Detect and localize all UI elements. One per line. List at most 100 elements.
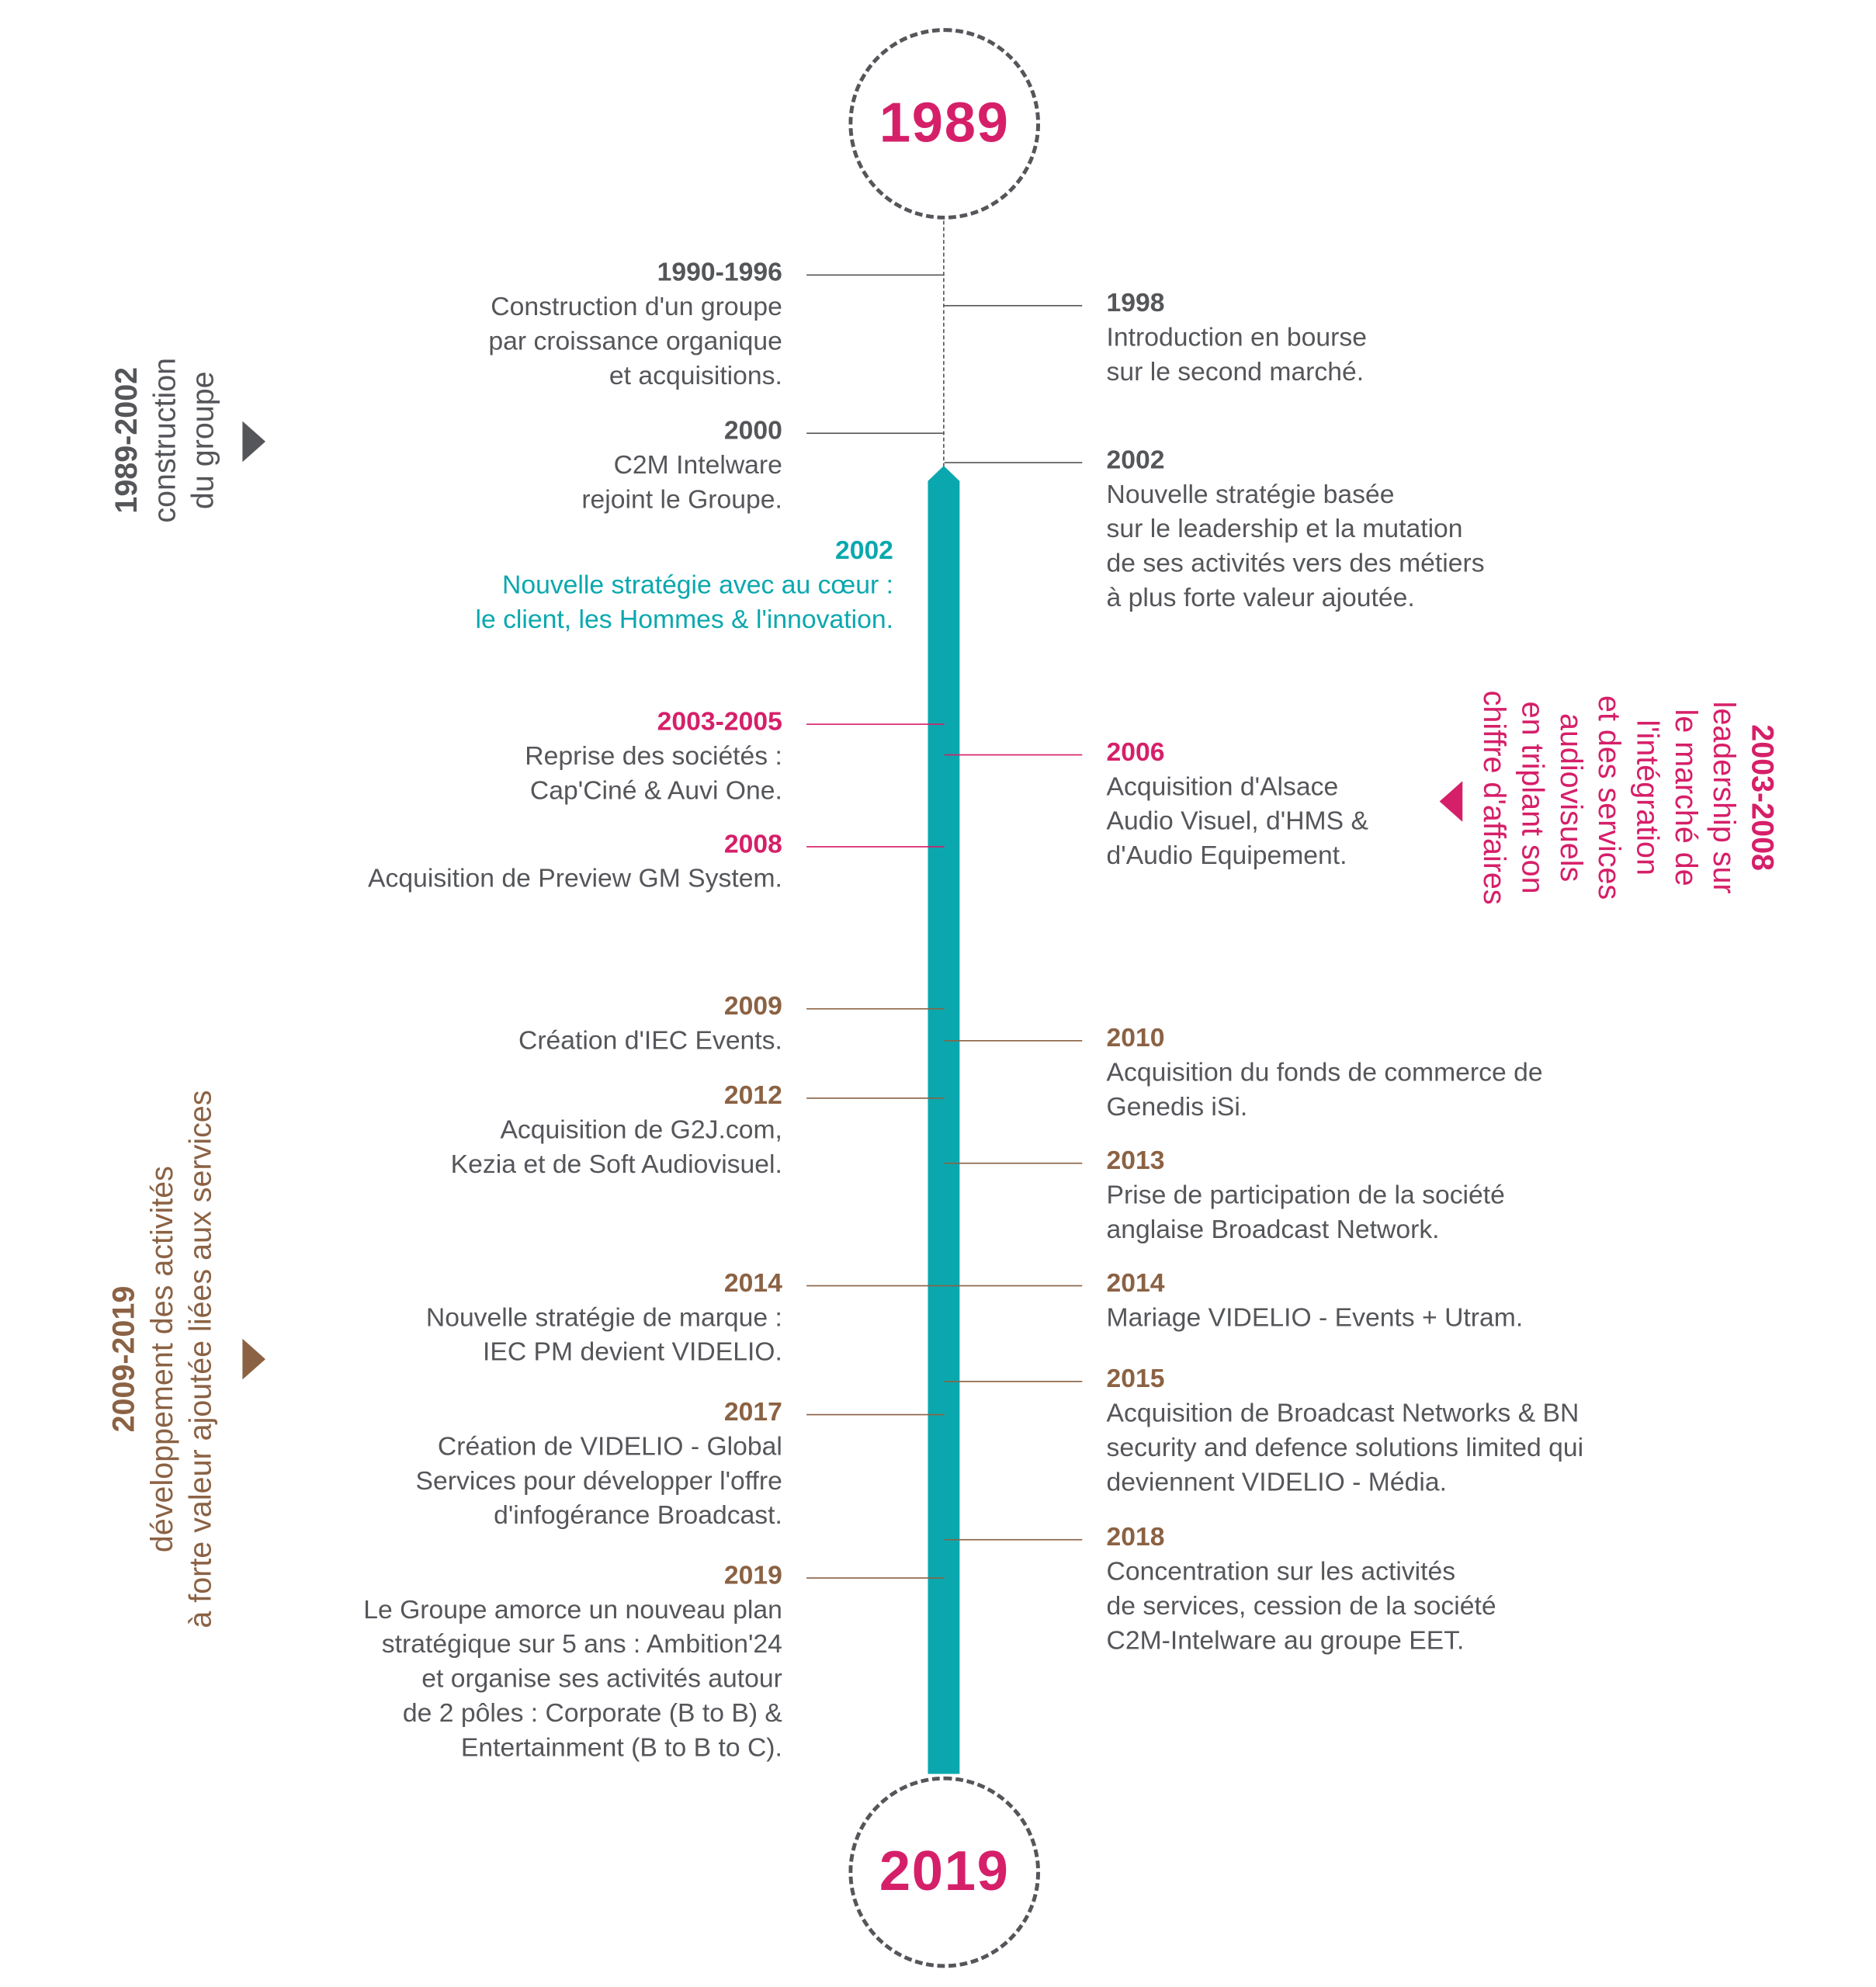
event-description: de ses activités vers des métiers xyxy=(1106,549,1485,578)
event-description: d'infogérance Broadcast. xyxy=(494,1500,782,1531)
event-description: deviennent VIDELIO - Média. xyxy=(1106,1467,1447,1497)
event-description: Création de VIDELIO - Global xyxy=(437,1431,782,1462)
event-description: Kezia et de Soft Audiovisuel. xyxy=(450,1150,782,1180)
event-description: et organise ses activités autour xyxy=(421,1664,782,1694)
period-description: en triplant son xyxy=(1514,701,1550,894)
event-description: par croissance organique xyxy=(488,326,782,356)
event-description: stratégique sur 5 ans : Ambition'24 xyxy=(381,1629,782,1659)
event-description: Acquisition de G2J.com, xyxy=(500,1115,782,1145)
connector-line xyxy=(806,1413,945,1416)
triangle-left-icon xyxy=(1439,781,1463,822)
event-description: Introduction en bourse xyxy=(1106,322,1367,352)
event-description: Concentration sur les activités xyxy=(1106,1556,1456,1586)
event-description: à plus forte valeur ajoutée. xyxy=(1106,583,1415,613)
period-description: l'intégration xyxy=(1629,720,1665,876)
event-year: 2008 xyxy=(723,829,782,859)
period-years: 2009-2019 xyxy=(107,1285,142,1433)
connector-line xyxy=(806,432,945,435)
event-description: Nouvelle stratégie de marque : xyxy=(425,1302,782,1333)
event-year: 2014 xyxy=(723,1268,782,1299)
event-description: Audio Visuel, d'HMS & xyxy=(1106,806,1368,836)
event-description: Nouvelle stratégie avec au cœur : xyxy=(501,570,893,600)
event-description: Nouvelle stratégie basée xyxy=(1106,480,1395,510)
end-year: 2019 xyxy=(879,1840,1010,1903)
event-year: 2012 xyxy=(723,1080,782,1111)
event-description: Prise de participation de la société xyxy=(1106,1180,1505,1210)
period-description: audiovisuels xyxy=(1552,713,1588,883)
period-description: le marché de xyxy=(1667,709,1703,886)
period-years: 2003-2008 xyxy=(1744,724,1780,871)
connector-line xyxy=(944,754,1083,756)
event-description: Construction d'un groupe xyxy=(491,292,782,322)
event-description: sur le second marché. xyxy=(1106,357,1365,387)
end-year-circle: 2019 xyxy=(848,1776,1041,1968)
connector-line xyxy=(944,304,1083,307)
connector-line xyxy=(806,1098,945,1099)
event-description: Entertainment (B to B to C). xyxy=(460,1732,782,1763)
connector-line xyxy=(944,1538,1083,1541)
event-description: Création d'IEC Events. xyxy=(518,1025,782,1056)
start-year: 1989 xyxy=(879,92,1010,154)
event-description: C2M Intelware xyxy=(613,450,782,480)
event-year: 2014 xyxy=(1106,1268,1165,1299)
event-year: 2002 xyxy=(1106,445,1165,475)
start-year-circle: 1989 xyxy=(848,28,1041,220)
event-description: IEC PM devient VIDELIO. xyxy=(482,1337,782,1367)
connector-line xyxy=(944,1285,1083,1287)
event-year: 2003-2005 xyxy=(657,706,782,737)
event-description: Acquisition de Broadcast Networks & BN xyxy=(1106,1399,1580,1428)
event-year: 2006 xyxy=(1106,737,1165,768)
event-description: rejoint le Groupe. xyxy=(581,484,782,515)
event-year: 2000 xyxy=(723,416,782,446)
connector-line xyxy=(806,1577,945,1579)
event-description: Services pour développer l'offre xyxy=(415,1466,782,1496)
event-description: Cap'Ciné & Auvi One. xyxy=(529,775,782,806)
event-description: Acquisition de Preview GM System. xyxy=(368,864,782,893)
event-description: anglaise Broadcast Network. xyxy=(1106,1215,1440,1245)
connector-line xyxy=(944,462,1083,463)
event-description: de services, cession de la société xyxy=(1106,1591,1496,1621)
event-year: 2013 xyxy=(1106,1146,1165,1176)
connector-line xyxy=(806,1285,945,1287)
triangle-right-icon xyxy=(242,421,265,463)
event-description: d'Audio Equipement. xyxy=(1106,841,1347,871)
connector-line xyxy=(806,1007,945,1010)
event-description: le client, les Hommes & l'innovation. xyxy=(475,605,893,635)
connector-line xyxy=(944,1381,1083,1382)
event-description: et acquisitions. xyxy=(609,361,782,391)
event-description: C2M-Intelware au groupe EET. xyxy=(1106,1625,1465,1656)
event-year: 2010 xyxy=(1106,1023,1165,1053)
event-description: Le Groupe amorce un nouveau plan xyxy=(363,1595,782,1625)
event-description: security and defence solutions limited q… xyxy=(1106,1433,1584,1463)
period-description: développement des activités xyxy=(145,1166,180,1553)
event-description: Mariage VIDELIO - Events + Utram. xyxy=(1106,1302,1524,1333)
triangle-right-icon xyxy=(242,1338,265,1380)
period-description: du groupe xyxy=(186,371,221,510)
event-year: 1990-1996 xyxy=(657,258,782,287)
connector-line xyxy=(806,846,945,848)
period-description: leadership sur xyxy=(1706,701,1741,894)
event-year: 1998 xyxy=(1106,288,1165,318)
period-description: chiffre d'affaires xyxy=(1476,690,1511,905)
event-description: Acquisition d'Alsace xyxy=(1106,772,1339,802)
